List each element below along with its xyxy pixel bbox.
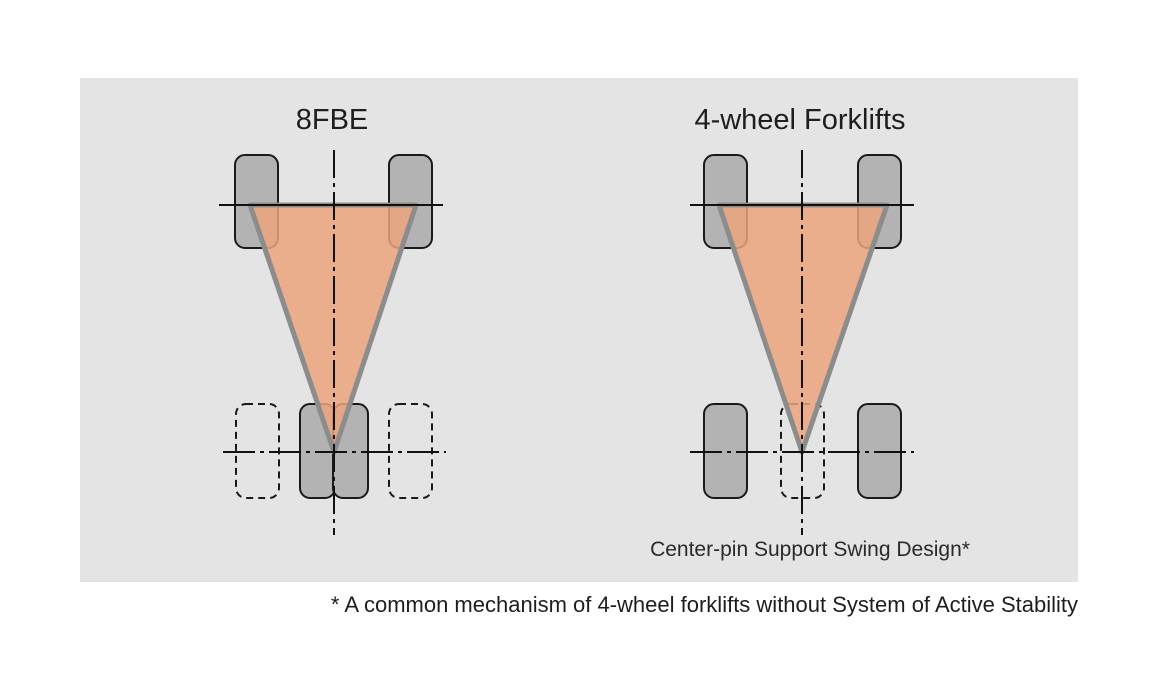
center-pin-caption: Center-pin Support Swing Design*: [650, 538, 970, 561]
title-4-wheel-forklifts: 4-wheel Forklifts: [694, 104, 906, 136]
title-8fbe: 8FBE: [295, 104, 369, 136]
diagram-4-wheel: [690, 150, 914, 535]
footnote: * A common mechanism of 4-wheel forklift…: [330, 592, 1078, 617]
center-pin-ghost-wheel: [780, 403, 825, 499]
diagram-8fbe: [219, 150, 446, 535]
